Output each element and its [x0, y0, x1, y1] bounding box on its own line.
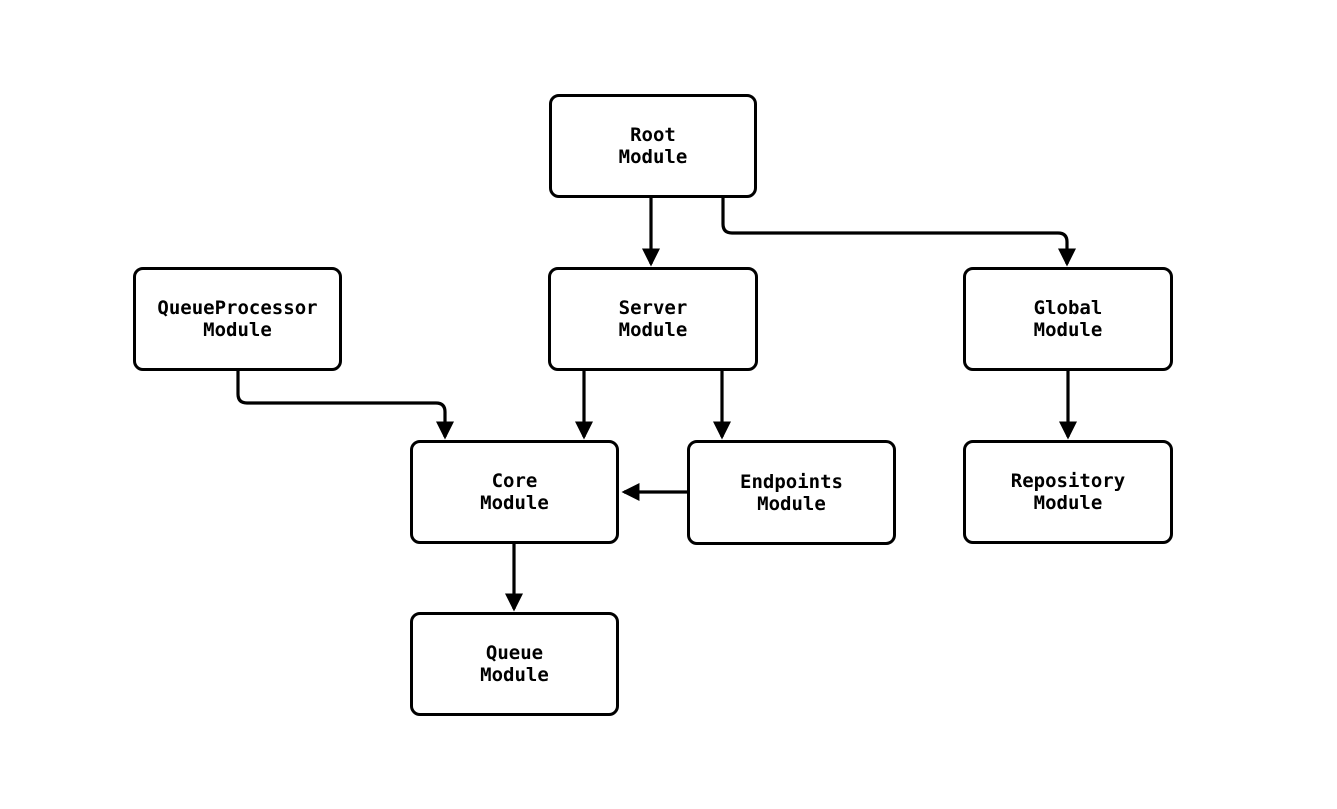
node-label-line: Module — [203, 319, 272, 341]
node-label-line: Core — [491, 470, 538, 492]
node-label-line: Module — [1033, 492, 1103, 514]
node-label-line: Global — [1033, 297, 1103, 319]
node-label-line: Module — [618, 146, 688, 168]
node-label-line: Module — [480, 664, 549, 686]
node-label-line: Module — [480, 492, 549, 514]
edge-queueprocessor-to-core — [236, 371, 454, 440]
node-label-line: Root — [630, 124, 676, 146]
node-label-line: Module — [757, 492, 826, 515]
node-label-line: Server — [618, 297, 688, 319]
node-label-line: Module — [1033, 319, 1103, 341]
node-label-line: Repository — [1010, 470, 1126, 492]
node-label-line: Module — [618, 319, 688, 341]
node-label-line: Queue — [485, 642, 544, 664]
edge-root-to-global — [721, 198, 1076, 267]
node-label-line: Endpoints — [740, 470, 843, 493]
node-label-line: QueueProcessor — [157, 297, 318, 319]
